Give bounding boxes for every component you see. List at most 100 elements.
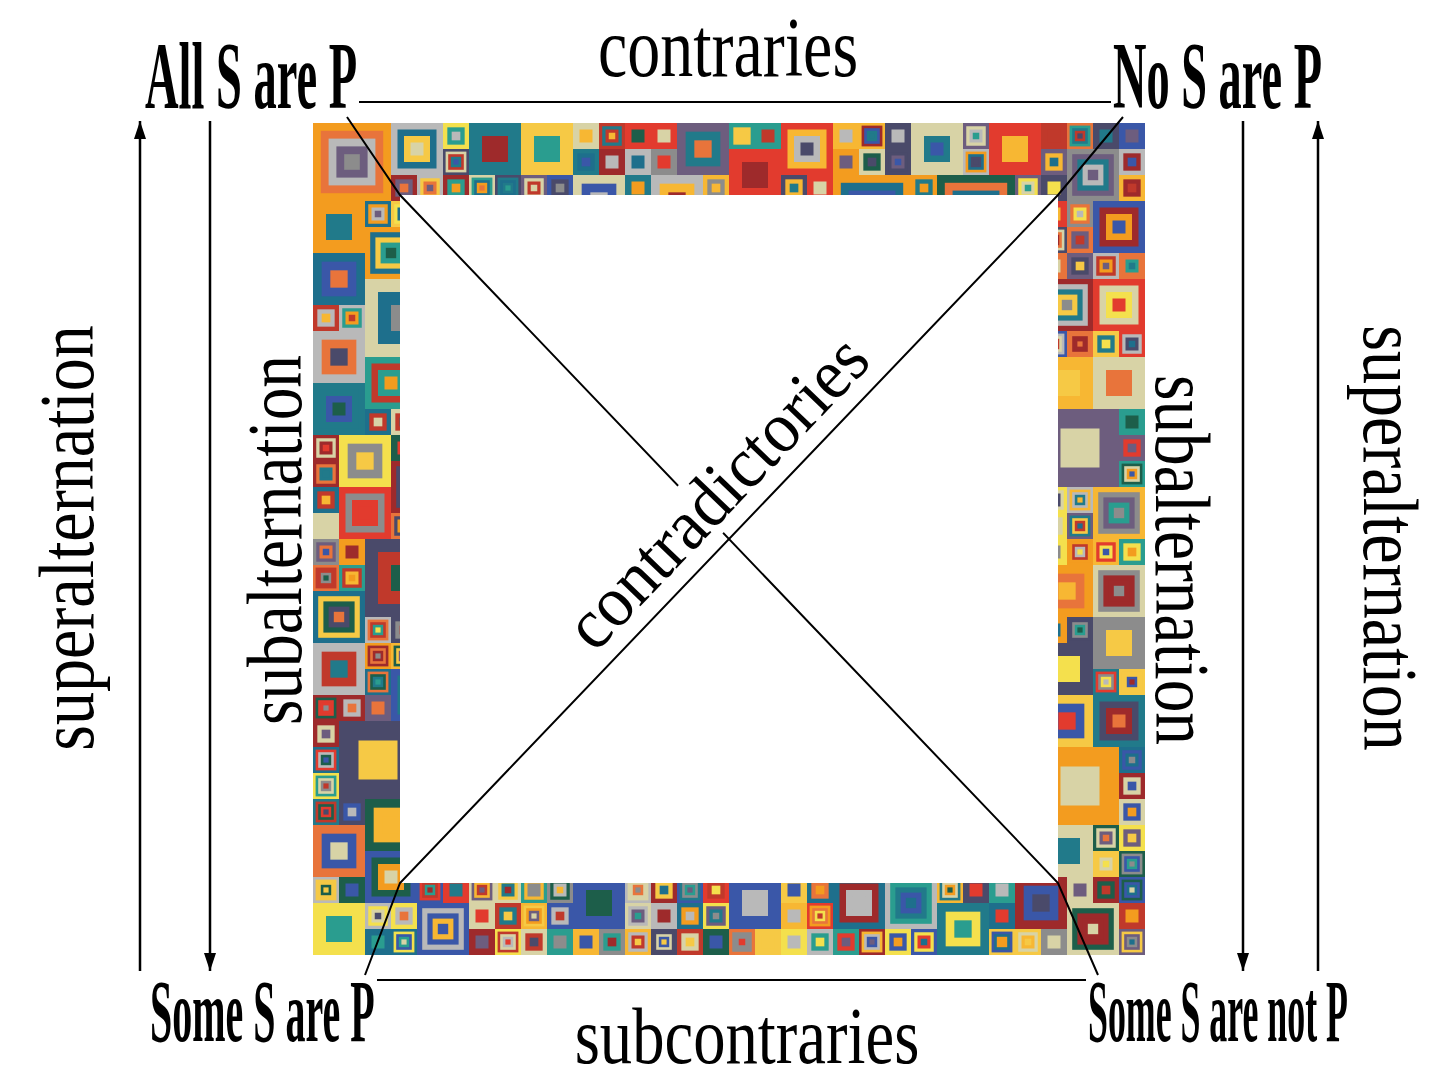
mosaic-tile	[477, 885, 487, 895]
mosaic-tile	[1015, 929, 1041, 955]
mosaic-tile	[1077, 211, 1084, 218]
mosaic-tile	[326, 214, 352, 240]
mosaic-tile	[316, 802, 337, 823]
mosaic-tile	[781, 929, 807, 955]
mosaic-tile	[890, 882, 932, 924]
mosaic-tile	[395, 179, 412, 196]
mosaic-tile	[840, 130, 853, 143]
mosaic-tile	[1075, 339, 1085, 349]
mosaic-tile	[313, 773, 339, 799]
mosaic-tile	[1024, 886, 1059, 921]
mosaic-tile	[391, 123, 443, 175]
mosaic-tile	[812, 908, 828, 924]
mosaic-tile	[1072, 336, 1088, 352]
mosaic-tile	[785, 179, 802, 196]
mosaic-tile	[313, 123, 391, 201]
mosaic-tile	[609, 133, 616, 140]
mosaic-tile	[369, 413, 386, 430]
relation-label: contradictories	[552, 321, 882, 662]
mosaic-tile	[348, 444, 383, 479]
mosaic-tile	[505, 185, 510, 190]
mosaic-tile	[781, 903, 807, 929]
mosaic-tile	[313, 591, 365, 643]
mosaic-tile	[1106, 370, 1132, 396]
mosaic-tile	[1126, 130, 1139, 143]
mosaic-tile	[534, 136, 560, 162]
mosaic-tile	[655, 881, 672, 898]
mosaic-tile	[322, 262, 357, 297]
mosaic-tile	[313, 643, 365, 695]
mosaic-tile	[918, 936, 931, 949]
mosaic-tile	[816, 938, 825, 947]
mosaic-tile	[1123, 179, 1140, 196]
mosaic-tile	[920, 184, 929, 193]
mosaic-tile	[1097, 335, 1114, 352]
mosaic-tile	[656, 934, 672, 950]
mosaic-tile	[632, 130, 645, 143]
relation-label: subalternation	[240, 355, 310, 725]
proposition-text: Some S are not P	[1088, 975, 1348, 1050]
mosaic-tile	[1119, 539, 1145, 565]
mosaic-tile	[906, 898, 916, 908]
mosaic-tile	[573, 149, 599, 175]
mosaic-tile	[660, 886, 669, 895]
mosaic-tile	[1057, 295, 1078, 316]
mosaic-tile	[1128, 184, 1137, 193]
mosaic-tile	[681, 907, 698, 924]
mosaic-tile	[313, 487, 339, 513]
mosaic-tile	[1093, 851, 1119, 877]
mosaic-tile	[1129, 471, 1134, 476]
mosaic-tile	[400, 184, 409, 193]
mosaic-tile	[330, 348, 347, 365]
mosaic-tile	[531, 913, 536, 918]
mosaic-tile	[1025, 939, 1032, 946]
mosaic-tile	[867, 131, 877, 141]
mosaic-tile	[1076, 236, 1085, 245]
mosaic-tile	[479, 887, 484, 892]
mosaic-tile	[1070, 542, 1091, 563]
mosaic-tile	[339, 799, 365, 825]
mosaic-tile	[417, 903, 469, 955]
mosaic-tile	[573, 123, 599, 149]
mosaic-tile	[313, 565, 339, 591]
mosaic-tile	[474, 180, 490, 196]
mosaic-tile	[681, 933, 698, 950]
mosaic-tile	[1070, 334, 1091, 355]
mosaic-tile	[368, 620, 389, 641]
mosaic-tile	[632, 936, 645, 949]
mosaic-tile	[404, 136, 430, 162]
mosaic-tile	[1128, 548, 1137, 557]
mosaic-tile	[573, 877, 625, 929]
mosaic-tile	[1067, 487, 1093, 513]
mosaic-tile	[1022, 182, 1035, 195]
mosaic-tile	[1127, 677, 1137, 687]
mosaic-tile	[885, 123, 911, 149]
mosaic-tile	[320, 468, 333, 481]
mosaic-tile	[330, 660, 347, 677]
mosaic-tile	[1119, 929, 1145, 955]
mosaic-tile	[703, 929, 729, 955]
mosaic-tile	[452, 132, 461, 141]
mosaic-tile	[547, 903, 573, 929]
mosaic-tile	[313, 721, 339, 747]
mosaic-tile	[1124, 674, 1140, 690]
mosaic-tile	[1122, 464, 1143, 485]
mosaic-tile	[1126, 338, 1139, 351]
mosaic-tile	[840, 156, 853, 169]
mosaic-tile	[382, 816, 399, 833]
mosaic-tile	[1070, 620, 1091, 641]
mosaic-tile	[373, 625, 383, 635]
mosaic-tile	[447, 179, 464, 196]
mosaic-tile	[313, 877, 339, 903]
mosaic-tile	[317, 309, 334, 326]
mosaic-tile	[599, 929, 625, 955]
mosaic-tile	[1119, 877, 1145, 903]
mosaic-tile	[794, 136, 820, 162]
mosaic-tile	[1127, 469, 1137, 479]
mosaic-tile	[317, 725, 334, 742]
mosaic-tile	[372, 702, 385, 715]
mosaic-tile	[1119, 773, 1145, 799]
mosaic-tile	[742, 890, 768, 916]
mosaic-tile	[1109, 503, 1130, 524]
relation-line	[377, 980, 1086, 981]
